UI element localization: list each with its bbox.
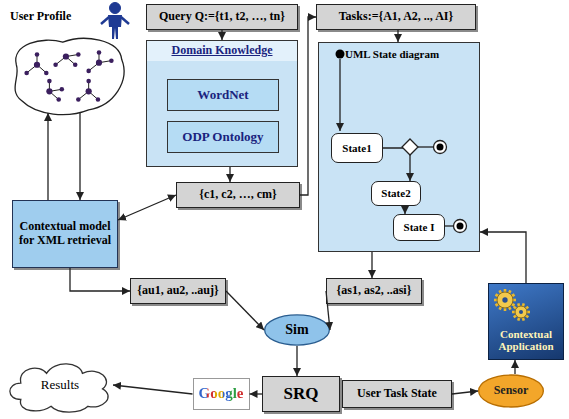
initial-state [336,50,345,132]
domain-knowledge-panel: Domain KnowledgeWordNetODP Ontology [146,40,298,167]
tasks-box: Tasks:={A1, A2, .., AI} [316,4,476,30]
srq-box: SRQ [262,376,340,412]
label-text: Tasks:={A1, A2, .., AI} [339,10,454,24]
profile-graph [24,50,113,102]
concept-set-box: {c1, c2, …, cm} [176,182,300,208]
label-text: Contextual model for XML retrieval [18,220,112,248]
flow-arrow [452,391,478,394]
panel-title: Domain Knowledge [147,41,297,61]
gears-icon [494,289,530,321]
similarity-ellipse: Sim [264,314,330,346]
flow-arrow [397,30,398,42]
flow-arrow [250,393,263,394]
label-text: {as1, as2, ..asi} [337,284,412,298]
flow-arrow [383,148,410,181]
final-state [434,141,447,154]
person-icon [101,3,129,40]
label-text: {c1, c2, …, cm} [199,188,276,202]
label-text: {au1, au2, ..auj} [137,284,218,298]
label-text: ODP Ontology [182,130,263,145]
ontology-box: ODP Ontology [167,121,279,153]
flow-arrow [118,195,176,220]
flow-arrow [480,232,526,283]
transition-line [444,225,453,226]
wordnet-box: WordNet [167,79,279,111]
user-profile-outline [6,34,130,118]
label-text: State2 [381,187,410,200]
label-text: Results [41,378,79,393]
flow-arrow [226,291,264,330]
label-text: Sim [285,322,308,338]
query-box: Query Q:={t1, t2, …, tn} [146,4,298,30]
flow-arrow [404,206,405,214]
search-engine-logo: Google [193,378,250,410]
state-set-box: {as1, as2, ..asi} [326,278,422,304]
state-box: State1 [331,133,383,163]
label-text: WordNet [197,88,248,103]
flow-arrow [371,252,372,278]
flow-arrow [70,268,130,291]
state-box: State I [393,214,445,241]
user-set-box: {au1, au2, ..auj} [130,278,226,304]
task-state-box: User Task State [342,380,452,408]
flow-arrow [229,167,230,182]
flow-arrow [326,291,330,330]
results-cloud: Results [4,356,116,414]
label-text: SRQ [284,384,319,404]
flow-arrow [514,360,515,374]
label-text: Google [199,385,244,402]
label-text: Contextual Application [492,328,560,353]
decision-diamond [402,139,418,155]
label-text: State I [404,221,435,234]
state-box: State2 [371,181,421,206]
label-text: Query Q:={t1, t2, …, tn} [159,10,285,24]
sensor-ellipse: Sensor [478,374,544,408]
flow-arrow [113,385,193,394]
profile-heading: User Profile [10,10,71,24]
flow-arrow [300,17,316,195]
final-state [454,220,467,233]
transition-line [418,146,433,147]
context-model-box: Contextual model for XML retrieval [12,200,118,268]
flow-arrow [47,113,48,200]
flow-arrow [296,346,297,376]
label-text: User Task State [357,387,437,401]
label-text: Sensor [494,384,529,398]
label-text: State1 [342,142,371,155]
flow-arrow [221,30,222,40]
panel-title: UML State diagram [345,48,439,61]
flow-arrow [79,112,80,200]
